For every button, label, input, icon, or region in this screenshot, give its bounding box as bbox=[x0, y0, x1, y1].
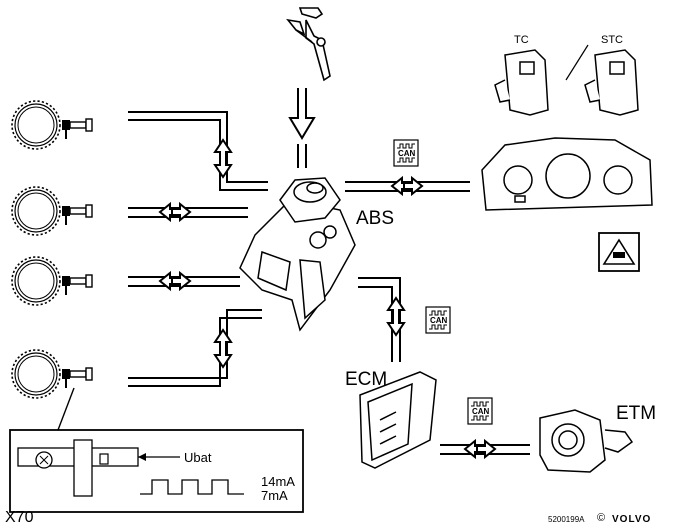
can-label-ecm: CAN bbox=[430, 316, 448, 325]
traction-warning-icon bbox=[598, 232, 640, 272]
wheel-sensor-3 bbox=[11, 256, 93, 306]
tc-switch bbox=[494, 49, 549, 116]
ubat-label: Ubat bbox=[184, 450, 212, 465]
tc-label: TC bbox=[514, 34, 529, 46]
sensor-signal-inset bbox=[9, 387, 304, 513]
ecm-label: ECM bbox=[345, 369, 388, 390]
wheel-sensor-2 bbox=[11, 186, 93, 236]
divider-slash bbox=[565, 44, 589, 81]
etm-label: ETM bbox=[616, 403, 657, 424]
current-low-label: 7mA bbox=[261, 488, 288, 503]
volvo-brand: VOLVO bbox=[612, 514, 652, 525]
current-high-label: 14mA bbox=[261, 474, 295, 489]
abs-module-icon bbox=[239, 177, 356, 332]
instrument-cluster-icon bbox=[481, 137, 653, 211]
signal-path-pedal bbox=[288, 88, 316, 168]
throttle-module-icon bbox=[539, 409, 634, 473]
wheel-sensor-1 bbox=[11, 100, 93, 150]
figure-code: X70 bbox=[5, 509, 34, 526]
stc-switch bbox=[584, 49, 639, 116]
signal-path-sensor-4 bbox=[128, 309, 262, 387]
signal-path-cluster bbox=[345, 175, 470, 197]
ecm-module-icon bbox=[359, 371, 437, 469]
stc-label: STC bbox=[601, 34, 623, 46]
can-label-cluster: CAN bbox=[398, 149, 416, 158]
brake-pedal-icon bbox=[286, 7, 331, 82]
copyright-mark: © bbox=[597, 512, 606, 524]
signal-path-sensor-1 bbox=[128, 111, 268, 191]
image-ref: 5200199A bbox=[548, 515, 585, 524]
signal-path-sensor-2 bbox=[128, 201, 248, 223]
wheel-sensor-4 bbox=[11, 349, 93, 399]
signal-path-sensor-3 bbox=[128, 270, 240, 292]
abs-label: ABS bbox=[356, 208, 395, 229]
signal-path-ecm bbox=[358, 277, 406, 362]
signal-path-etm bbox=[440, 438, 530, 460]
can-label-etm: CAN bbox=[472, 407, 490, 416]
